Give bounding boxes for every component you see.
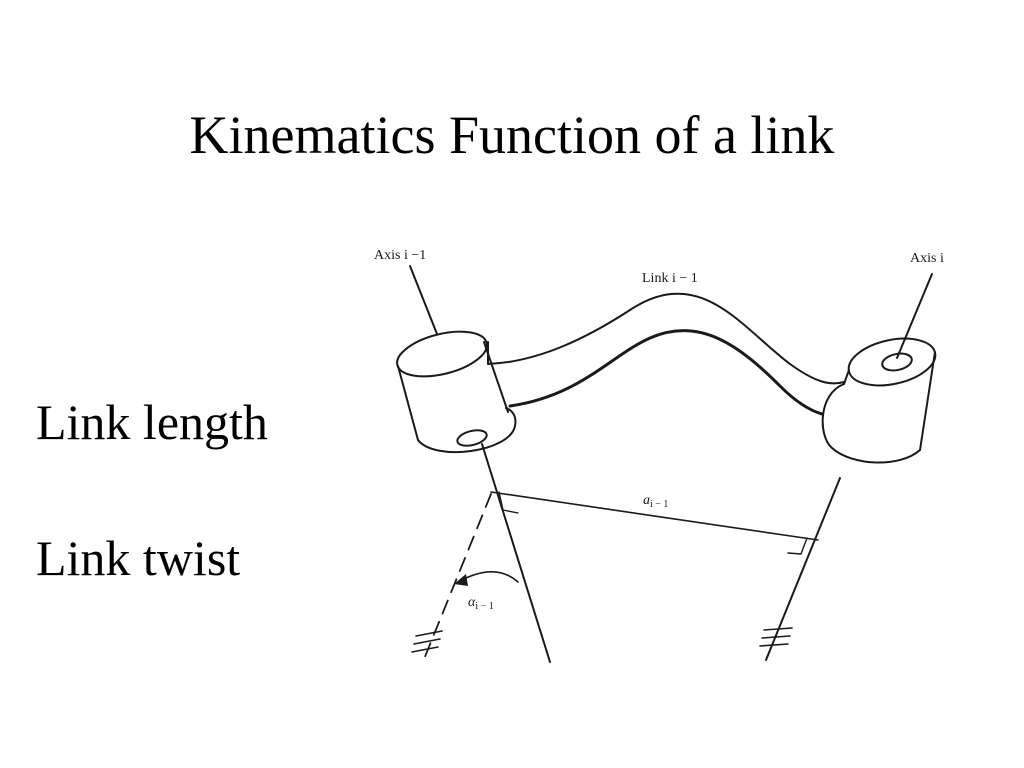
right-boss <box>821 337 937 464</box>
common-normal-line <box>490 491 819 541</box>
parallel-mark-right <box>759 627 793 647</box>
axis-prev-upper-line <box>409 265 438 335</box>
link-length-subscript: i − 1 <box>650 499 668 510</box>
link-twist-subscript: i − 1 <box>475 601 493 612</box>
axis-curr-lower-line <box>765 477 841 661</box>
axis-curr-label: Axis i <box>910 251 944 266</box>
link-twist-symbol: α <box>468 595 476 610</box>
link-twist-label: αi − 1 <box>468 595 494 612</box>
link-length-symbol: a <box>643 493 650 508</box>
bullet-link-twist: Link twist <box>36 530 241 586</box>
projected-axis-dashed-line <box>421 493 492 665</box>
right-angle-marker-right <box>787 537 808 555</box>
bullet-link-length: Link length <box>36 394 268 450</box>
slide-title: Kinematics Function of a link <box>189 105 835 165</box>
axis-prev-lower-line <box>481 443 551 663</box>
parallel-mark-left <box>411 630 443 653</box>
link-label: Link i − 1 <box>642 271 698 286</box>
left-boss <box>396 330 517 453</box>
link-lower-edge <box>508 329 824 416</box>
right-angle-marker-left <box>498 491 519 514</box>
axis-prev-label: Axis i −1 <box>374 248 426 263</box>
axis-curr-upper-line <box>896 273 933 359</box>
link-kinematics-diagram: Axis i −1 Axis i Link i − 1 ai − 1 αi − … <box>374 248 944 665</box>
link-upper-edge <box>487 292 845 385</box>
twist-angle-arrowhead <box>454 574 468 586</box>
link-length-label: ai − 1 <box>643 493 668 510</box>
